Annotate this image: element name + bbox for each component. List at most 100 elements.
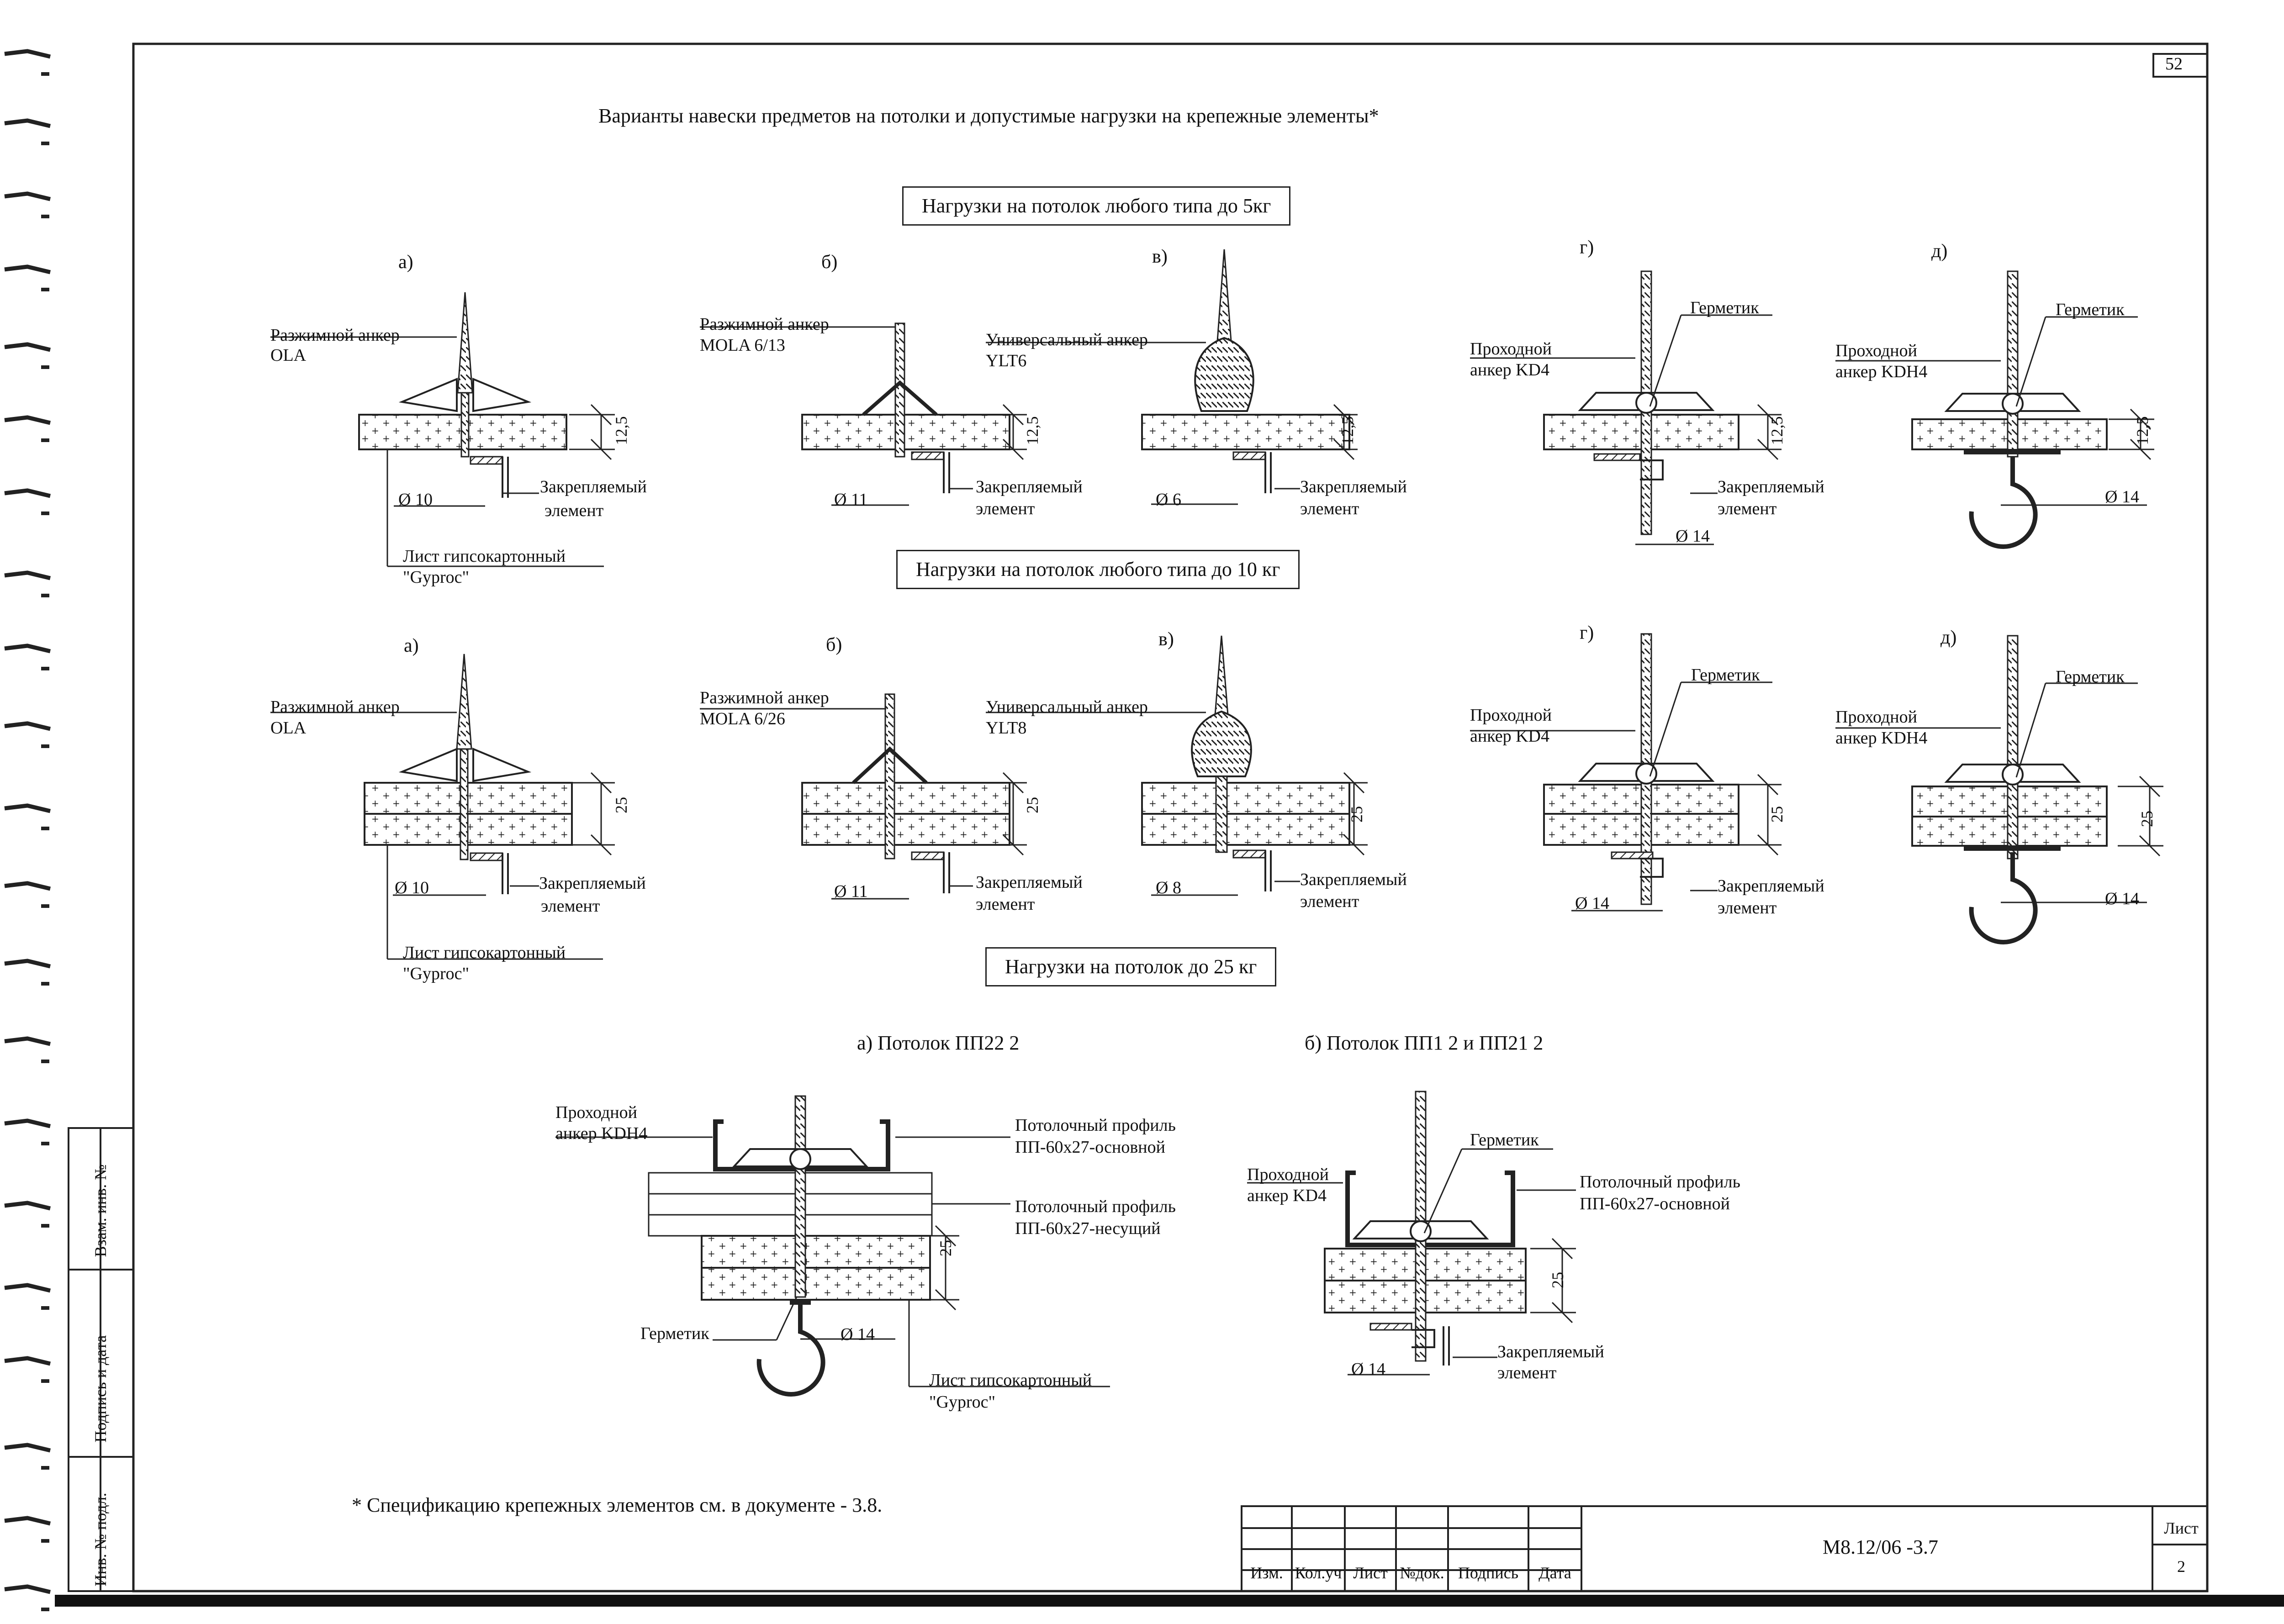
binding-mark — [4, 1201, 51, 1211]
binding-mark — [4, 118, 51, 128]
r2-g-sealant: Герметик — [1691, 665, 1760, 685]
r1-a-ola-screw — [457, 292, 473, 394]
tb-sheet-label: Лист — [2164, 1519, 2199, 1537]
r1-d-plate — [1964, 449, 2061, 454]
r2-v-ylt-shank — [1215, 775, 1228, 853]
scan-shadow — [55, 1595, 2284, 1607]
r2-v-fixed-element — [1232, 849, 1266, 859]
r2-b-anchor-model: MOLA 6/26 — [700, 709, 785, 728]
r3-a-rod — [794, 1095, 806, 1298]
binding-mark — [4, 49, 51, 59]
toggle-nut — [1410, 1220, 1432, 1242]
r2-v-ylt-body — [1191, 710, 1252, 777]
tb-document-code: М8.12/06 -3.7 — [1823, 1536, 1938, 1558]
r1-v-thickness: 12,5 — [1338, 416, 1357, 445]
r1-d-sealant: Герметик — [2056, 300, 2125, 319]
r2-g-anchor-name: Проходной — [1470, 706, 1552, 725]
binding-dot — [41, 1142, 49, 1145]
r3-a-profile-band-3 — [648, 1214, 933, 1237]
r2-a-ola-wings — [398, 748, 532, 782]
r1-d-diameter: Ø 14 — [2105, 487, 2139, 506]
binding-mark — [4, 264, 51, 274]
r2-b-thickness: 25 — [1023, 797, 1042, 813]
r3-a-sealant-leader — [776, 1297, 798, 1340]
r3-b-element-plate — [1369, 1323, 1412, 1331]
toggle-nut — [1635, 392, 1657, 414]
r2-d-sealant-leader — [2015, 683, 2046, 778]
hook-inner — [1970, 457, 2036, 548]
r2-d-plate — [1964, 845, 2061, 851]
binding-mark — [4, 1356, 51, 1366]
section-title-25kg: Нагрузки на потолок до 25 кг — [985, 947, 1277, 986]
r2-g-nut — [1640, 858, 1664, 878]
r2-b-anchor-name: Разжимной анкер — [700, 688, 829, 707]
binding-dot — [41, 1379, 49, 1383]
r3-a-anchor-model: анкер KDH4 — [555, 1124, 648, 1143]
r1-v-element-l2: элемент — [1300, 499, 1359, 518]
binding-dot — [41, 72, 49, 76]
r2-v-diameter: Ø 8 — [1156, 878, 1181, 897]
binding-mark — [4, 1118, 51, 1128]
r2-a-sheet-l1: Лист гипсокартонный — [403, 943, 566, 962]
r1-b-fixed-element — [911, 451, 945, 460]
r1-v-board — [1141, 414, 1350, 450]
binding-dot — [41, 1306, 49, 1310]
r1-g-element-l2: элемент — [1718, 499, 1777, 518]
binding-dot — [41, 744, 49, 748]
side-stamp-signature-date: Подпись и дата — [91, 1335, 110, 1443]
r2-a-ola-shank — [460, 748, 469, 860]
binding-dot — [41, 1466, 49, 1470]
binding-mark — [4, 488, 51, 498]
r2-g-element-l2: элемент — [1718, 898, 1777, 917]
r3-b-anchor-model: анкер KD4 — [1247, 1186, 1327, 1205]
r1-g-anchor-model: анкер KD4 — [1470, 360, 1549, 380]
r1-a-thickness: 12,5 — [612, 416, 630, 445]
r2-d-anchor-model: анкер KDH4 — [1835, 728, 1928, 748]
r1-b-anchor-model: MOLA 6/13 — [700, 336, 785, 355]
binding-dot — [41, 904, 49, 908]
tb-izm: Изм. — [1250, 1564, 1283, 1582]
binding-mark — [4, 1443, 51, 1453]
toggle-nut — [2002, 764, 2024, 786]
r1-b-element-l2: элемент — [976, 499, 1035, 518]
binding-dot — [41, 215, 49, 218]
r2-g-thickness: 25 — [1768, 806, 1786, 823]
tb-data: Дата — [1539, 1564, 1571, 1582]
r2-a-element-l1: Закрепляемый — [539, 874, 646, 893]
r1-g-element-plate — [1593, 453, 1641, 461]
r1-g-sealant: Герметик — [1690, 298, 1759, 317]
section-title-5kg: Нагрузки на потолок любого типа до 5кг — [902, 186, 1291, 226]
binding-dot — [41, 511, 49, 515]
r2-a-sheet-l2: "Gyproc" — [403, 964, 469, 983]
binding-mark — [4, 415, 51, 425]
r1-v-diameter: Ø 6 — [1156, 490, 1181, 509]
binding-mark — [4, 803, 51, 813]
r2-v-element-l1: Закрепляемый — [1300, 870, 1407, 889]
r1-d-rod — [2007, 270, 2019, 458]
side-stamp-replacement-inv: Взам. инв. № — [91, 1164, 110, 1257]
r1-a-anchor-model: OLA — [270, 346, 307, 365]
r1-d-thickness: 12,5 — [2133, 416, 2152, 445]
r3-b-anchor-name: Проходной — [1247, 1165, 1329, 1184]
binding-mark — [4, 721, 51, 731]
r1-d-anchor-name: Проходной — [1835, 341, 1917, 360]
r3-a-profile2-l1: Потолочный профиль — [1015, 1197, 1176, 1216]
r3-b-element-l1: Закрепляемый — [1497, 1342, 1604, 1361]
r3-b-profile-l1: Потолочный профиль — [1580, 1172, 1740, 1192]
r2-g-letter: г) — [1580, 622, 1594, 643]
binding-mark — [4, 1584, 51, 1594]
r2-b-mola-legs — [852, 746, 928, 784]
binding-dot — [41, 1224, 49, 1228]
r1-a-ola-shank — [460, 392, 470, 458]
binding-dot — [41, 1060, 49, 1063]
r1-g-thickness: 12,5 — [1768, 416, 1786, 445]
toggle-nut — [789, 1148, 811, 1170]
r3-b-nut — [1412, 1329, 1435, 1348]
tb-podpis: Подпись — [1458, 1564, 1519, 1582]
r1-v-ylt-tip — [1216, 249, 1232, 348]
binding-mark — [4, 643, 51, 654]
r1-v-letter: в) — [1152, 246, 1168, 267]
r2-d-hook — [1969, 852, 2038, 944]
